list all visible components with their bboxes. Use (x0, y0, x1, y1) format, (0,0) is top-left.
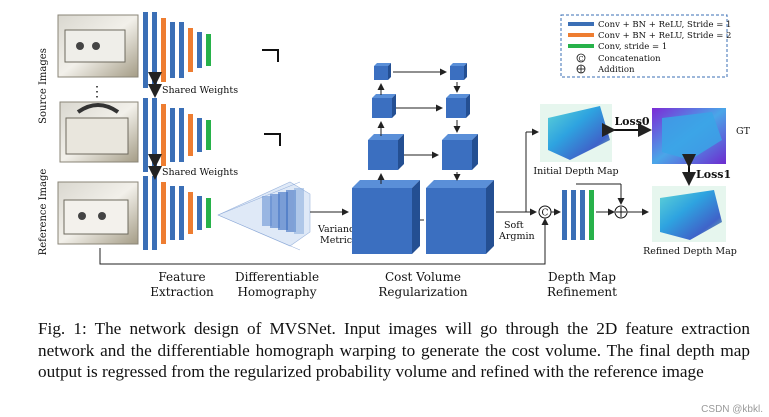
legend: Conv + BN + ReLU, Stride = 1 Conv + BN +… (560, 14, 731, 78)
warp-arrow-2 (264, 133, 281, 146)
legend-label-3: Conv, stride = 1 (598, 42, 667, 52)
feature-net-row-3 (143, 176, 211, 250)
refinement-label-2: Refinement (547, 285, 617, 299)
shared-weights-label-1: Shared Weights (162, 85, 238, 96)
ellipsis: ⋮ (90, 84, 104, 100)
loss0-label: Loss0 (614, 115, 649, 128)
mvsnet-diagram: Source Images Reference Image ⋮ (38, 12, 751, 299)
legend-label-1: Conv + BN + ReLU, Stride = 1 (598, 20, 731, 30)
legend-label-add: Addition (597, 65, 635, 75)
gt-label: GT (736, 126, 751, 137)
shared-weights-label-2: Shared Weights (162, 167, 238, 178)
refinement-net (562, 190, 594, 240)
reference-image-label: Reference Image (38, 169, 49, 256)
warp-arrow-1 (262, 49, 279, 62)
legend-concat-symbol: C (579, 55, 584, 63)
homography-label-1: Differentiable (235, 270, 319, 284)
cost-volume-net (310, 63, 494, 254)
reference-image (57, 181, 139, 245)
concat-node: C (538, 205, 552, 219)
figure-caption: Fig. 1: The network design of MVSNet. In… (38, 319, 750, 381)
source-images-label: Source Images (38, 48, 49, 124)
source-image-1 (57, 14, 139, 78)
variance-label-2: Metric (320, 235, 352, 246)
cost-volume-label-2: Regularization (378, 285, 467, 299)
variance-label-1: Variance (317, 224, 360, 235)
soft-argmin-label-1: Soft (504, 220, 524, 231)
addition-node (614, 205, 628, 219)
legend-label-concat: Concatenation (598, 54, 661, 64)
homography-label-2: Homography (237, 285, 316, 299)
initial-depth-map (540, 104, 612, 162)
feature-extraction-label-1: Feature (158, 270, 205, 284)
svg-text:C: C (542, 209, 549, 219)
source-image-2 (59, 101, 139, 163)
refinement-label-1: Depth Map (548, 270, 616, 284)
feature-extraction-label-2: Extraction (150, 285, 214, 299)
soft-argmin-label-2: Argmin (498, 231, 535, 242)
homography-frustum (217, 181, 311, 251)
refined-depth-label: Refined Depth Map (643, 246, 737, 257)
legend-label-2: Conv + BN + ReLU, Stride = 2 (598, 31, 731, 41)
cost-volume-label-1: Cost Volume (385, 270, 461, 284)
refined-depth-map (652, 186, 726, 242)
loss1-label: Loss1 (696, 168, 731, 181)
feature-net-row-2 (143, 98, 211, 172)
feature-net-row-1 (143, 12, 211, 88)
initial-depth-label: Initial Depth Map (533, 166, 618, 177)
gt-depth-map (652, 108, 726, 164)
watermark: CSDN @kbkl. (701, 404, 763, 415)
